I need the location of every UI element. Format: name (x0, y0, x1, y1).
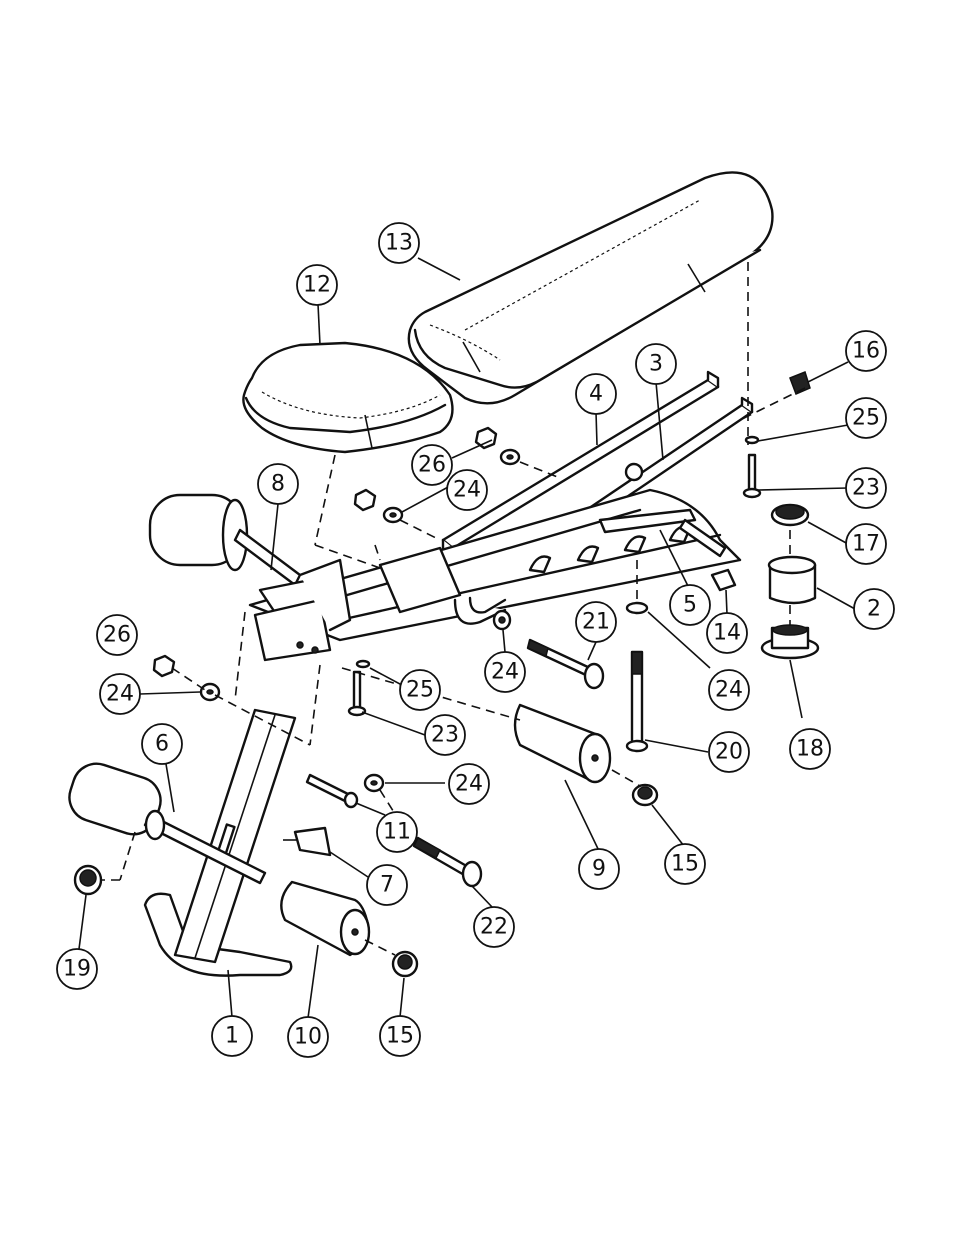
callout-3: 3 (636, 344, 676, 384)
callout-2: 2 (854, 589, 894, 629)
part-11-pin (307, 775, 357, 807)
part-19-cap (75, 866, 101, 894)
svg-text:20: 20 (715, 740, 743, 765)
callout-25: 25 (846, 398, 886, 438)
svg-text:8: 8 (271, 472, 285, 497)
part-2-rear-tube (769, 557, 815, 603)
callout-17: 17 (846, 524, 886, 564)
svg-text:26: 26 (103, 623, 131, 648)
svg-text:24: 24 (715, 678, 743, 703)
svg-text:24: 24 (453, 478, 481, 503)
svg-text:3: 3 (649, 352, 663, 377)
callout-26: 26 (97, 615, 137, 655)
callout-21: 21 (576, 602, 616, 642)
part-17-cap (772, 505, 808, 525)
callout-23: 23 (425, 715, 465, 755)
svg-text:15: 15 (386, 1024, 414, 1049)
svg-text:12: 12 (303, 273, 331, 298)
svg-text:13: 13 (385, 231, 413, 256)
svg-text:24: 24 (455, 772, 483, 797)
callout-24: 24 (709, 670, 749, 710)
svg-text:25: 25 (852, 406, 880, 431)
svg-text:7: 7 (380, 873, 394, 898)
svg-text:25: 25 (406, 678, 434, 703)
part-22-bolt (414, 838, 481, 886)
part-15-cap-a (633, 785, 657, 805)
part-9-roller (515, 705, 610, 782)
callout-26: 26 (412, 445, 452, 485)
callout-24: 24 (449, 764, 489, 804)
svg-text:24: 24 (491, 660, 519, 685)
svg-text:23: 23 (431, 723, 459, 748)
callout-9: 9 (579, 849, 619, 889)
svg-text:15: 15 (671, 852, 699, 877)
part-10-roller (281, 882, 369, 955)
svg-text:14: 14 (713, 621, 741, 646)
svg-text:11: 11 (383, 820, 411, 845)
callout-18: 18 (790, 729, 830, 769)
callout-8: 8 (258, 464, 298, 504)
part-15-cap-b (393, 952, 417, 976)
callout-6: 6 (142, 724, 182, 764)
part-21-bolt (528, 640, 603, 688)
svg-text:16: 16 (852, 339, 880, 364)
callout-22: 22 (474, 907, 514, 947)
callout-13: 13 (379, 223, 419, 263)
svg-text:9: 9 (592, 857, 606, 882)
part-7-pop-pin (283, 828, 330, 855)
callout-15: 15 (665, 844, 705, 884)
svg-text:10: 10 (294, 1025, 322, 1050)
svg-text:4: 4 (589, 382, 603, 407)
callout-25: 25 (400, 670, 440, 710)
callout-1: 1 (212, 1016, 252, 1056)
callout-15: 15 (380, 1016, 420, 1056)
svg-text:24: 24 (106, 682, 134, 707)
callout-12: 12 (297, 265, 337, 305)
callout-24: 24 (447, 470, 487, 510)
part-14-bushing (712, 570, 735, 590)
svg-text:18: 18 (796, 737, 824, 762)
callout-20: 20 (709, 732, 749, 772)
callout-11: 11 (377, 812, 417, 852)
callout-23: 23 (846, 468, 886, 508)
callout-10: 10 (288, 1017, 328, 1057)
part-20-bolt (627, 652, 647, 751)
svg-text:19: 19 (63, 957, 91, 982)
callout-24: 24 (100, 674, 140, 714)
part-18-foot-cap (762, 625, 818, 658)
callout-16: 16 (846, 331, 886, 371)
part-13-back-pad (409, 172, 773, 403)
svg-text:5: 5 (683, 593, 697, 618)
svg-text:26: 26 (418, 453, 446, 478)
svg-text:17: 17 (852, 532, 880, 557)
callout-5: 5 (670, 585, 710, 625)
callout-7: 7 (367, 865, 407, 905)
callout-14: 14 (707, 613, 747, 653)
callout-24: 24 (485, 652, 525, 692)
svg-text:6: 6 (155, 732, 169, 757)
svg-text:21: 21 (582, 610, 610, 635)
callout-19: 19 (57, 949, 97, 989)
svg-text:1: 1 (225, 1024, 239, 1049)
svg-text:23: 23 (852, 476, 880, 501)
svg-text:22: 22 (480, 915, 508, 940)
svg-text:2: 2 (867, 597, 881, 622)
callout-4: 4 (576, 374, 616, 414)
